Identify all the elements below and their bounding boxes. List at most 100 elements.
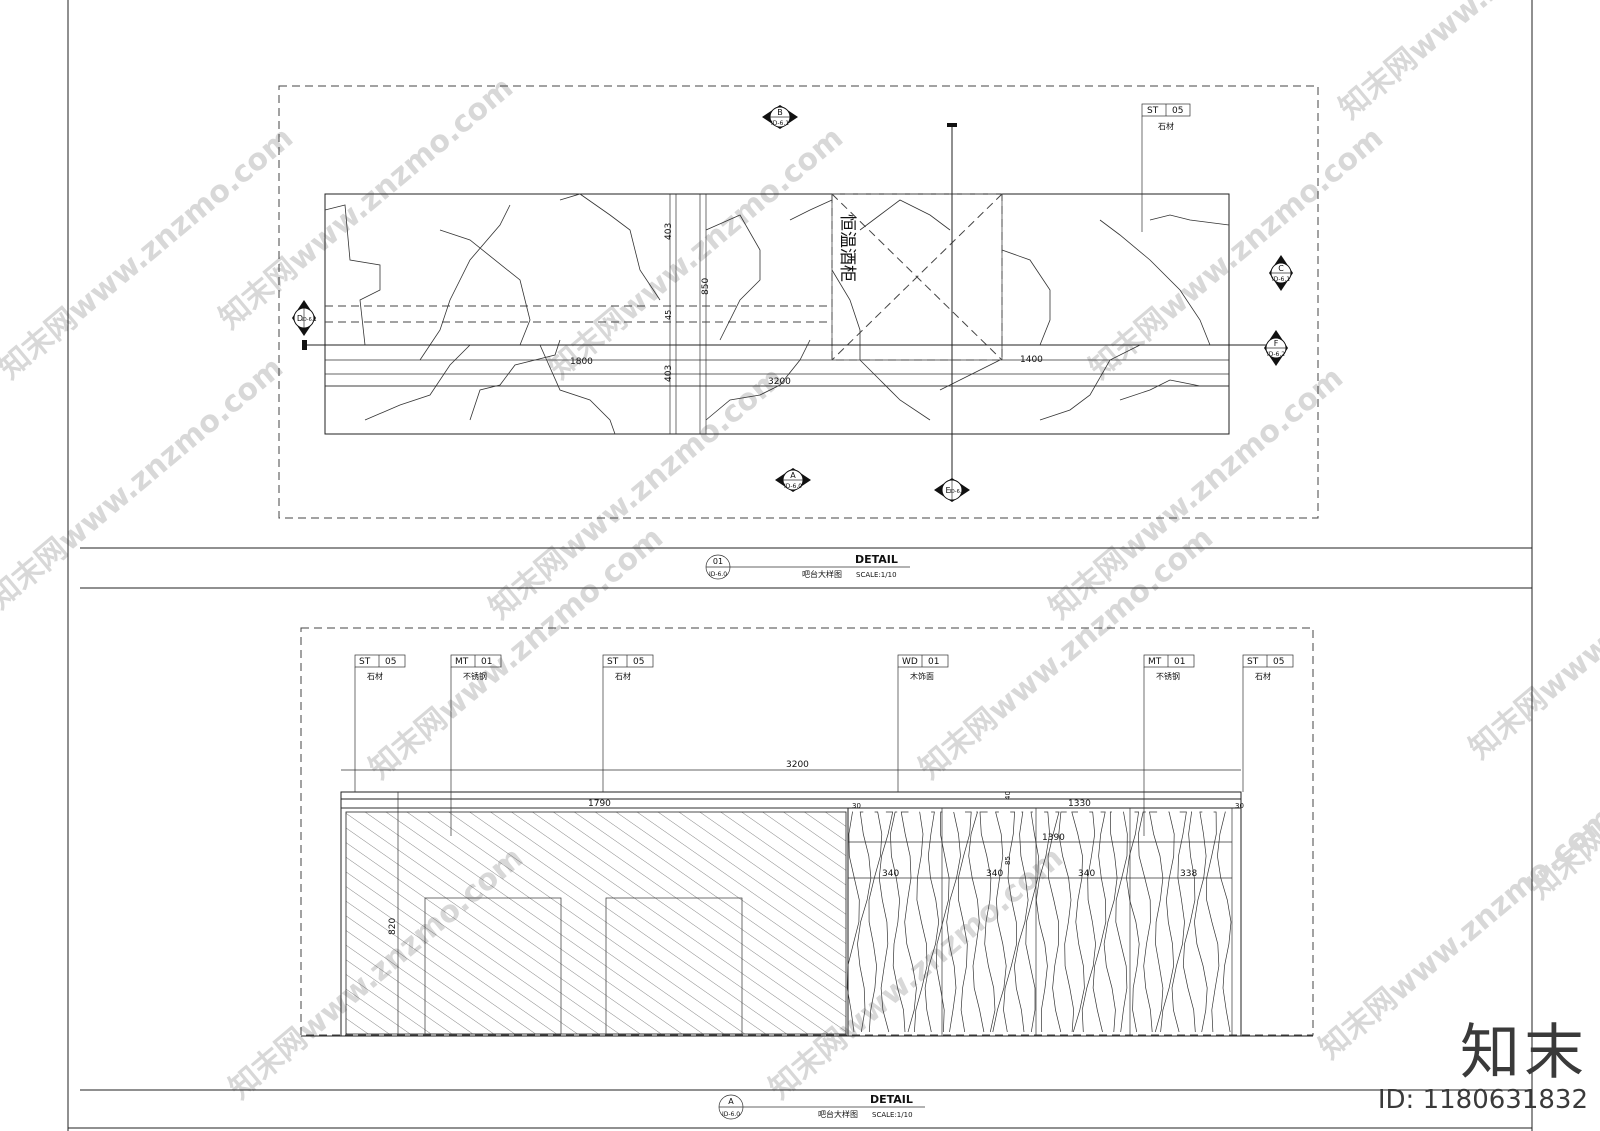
- elevation-title-block: A ID-6.0 DETAIL 吧台大样图 SCALE:1/10: [718, 1093, 925, 1120]
- svg-text:05: 05: [633, 657, 644, 667]
- cabinet-door-left: [424, 897, 562, 1035]
- svg-text:不锈钢: 不锈钢: [463, 671, 487, 681]
- svg-text:ID-6.1: ID-6.1: [771, 120, 789, 127]
- elev-dim-left: 1790: [588, 799, 611, 809]
- section-marker-d: D ID-6.1: [292, 300, 317, 336]
- svg-text:F: F: [1274, 339, 1279, 348]
- elev-dim-panel-3: 340: [1078, 869, 1095, 879]
- svg-text:05: 05: [1172, 106, 1183, 116]
- svg-text:ID-6.1: ID-6.1: [1272, 276, 1290, 283]
- material-tag-wd: WD 01 木饰面: [897, 654, 949, 792]
- section-marker-b: B ID-6.1: [762, 105, 798, 129]
- svg-text:05: 05: [1273, 657, 1284, 667]
- svg-text:SCALE:1/10: SCALE:1/10: [856, 571, 897, 579]
- elev-dim-small-c: 40: [1004, 791, 1012, 800]
- brand-area: 知末 ID: 1180631832: [1378, 1021, 1588, 1115]
- watermark-text: 知末网www.znzmo.com: [363, 520, 670, 786]
- watermark-text: 知末网www.znzmo.com: [543, 120, 850, 386]
- watermark-text: 知末网www.znzmo.com: [1083, 120, 1390, 386]
- elev-dim-panel-4: 338: [1180, 869, 1197, 879]
- svg-text:石材: 石材: [1158, 121, 1174, 131]
- svg-text:ST: ST: [359, 657, 371, 667]
- stone-panel-hatch: [345, 811, 847, 1035]
- svg-text:01: 01: [928, 657, 939, 667]
- watermark-text: 知末网www.znzmo.com: [0, 120, 300, 386]
- watermark-text: 知末网www.znzmo.com: [1333, 0, 1600, 126]
- svg-text:A: A: [790, 471, 796, 480]
- svg-text:A: A: [728, 1097, 734, 1106]
- plan-dim-depth-top: 403: [664, 223, 674, 240]
- svg-text:ID-6.1: ID-6.1: [301, 317, 316, 323]
- plan-title-block: 01 ID-6.0 DETAIL 吧台大样图 SCALE:1/10: [705, 553, 910, 580]
- svg-text:ID-6.1: ID-6.1: [949, 489, 964, 495]
- wood-veneer-grain: [846, 811, 1232, 1033]
- watermark-text: 知末网www.znzmo.com: [913, 520, 1220, 786]
- elev-dim-panel-1: 340: [882, 869, 899, 879]
- svg-text:ID-6.0: ID-6.0: [784, 483, 802, 490]
- elev-dim-small-b: 30: [1235, 802, 1244, 810]
- plan-material-tag: ST 05 石材: [1141, 103, 1191, 232]
- svg-text:石材: 石材: [367, 671, 383, 681]
- elevation-detail-boundary: [300, 627, 1314, 1036]
- svg-text:SCALE:1/10: SCALE:1/10: [872, 1111, 913, 1119]
- brand-logo: 知末: [1460, 1018, 1588, 1088]
- counter-elevation-outline: [340, 791, 1242, 1037]
- svg-text:WD: WD: [902, 657, 918, 667]
- svg-text:吧台大样图: 吧台大样图: [818, 1109, 858, 1119]
- svg-text:C: C: [1278, 264, 1284, 273]
- plan-detail-boundary: [278, 85, 1319, 519]
- svg-text:ST: ST: [1247, 657, 1259, 667]
- svg-text:不锈钢: 不锈钢: [1156, 671, 1180, 681]
- elevation-view: 3200 1790 1330 1390 340 340 340 338 820 …: [300, 627, 1314, 1120]
- cabinet-door-right: [605, 897, 743, 1035]
- wine-cabinet-label: 恒温酒柜: [837, 214, 857, 282]
- watermark-text: 知末网www.znzmo.com: [213, 70, 520, 336]
- svg-text:E: E: [945, 486, 950, 495]
- section-marker-a: A ID-6.0: [775, 468, 811, 492]
- elev-dim-inner: 1390: [1042, 833, 1065, 843]
- svg-text:ID-6.0: ID-6.0: [709, 571, 727, 578]
- svg-text:石材: 石材: [1255, 671, 1271, 681]
- elev-dim-small-a: 30: [852, 802, 861, 810]
- plan-dim-depth-bottom: 403: [664, 365, 674, 382]
- svg-text:01: 01: [713, 557, 723, 566]
- svg-text:01: 01: [481, 657, 492, 667]
- section-marker-c: C ID-6.1: [1269, 255, 1293, 291]
- sheet-frame: [67, 0, 1533, 1131]
- elevation-title: DETAIL: [870, 1093, 913, 1106]
- svg-text:05: 05: [385, 657, 396, 667]
- svg-text:D: D: [297, 314, 303, 323]
- section-marker-f: F ID-6.2: [1264, 330, 1288, 366]
- wine-cabinet-outline: [831, 193, 1003, 361]
- watermark-text: 知末网www.znzmo.com: [0, 350, 290, 616]
- svg-text:B: B: [777, 108, 783, 117]
- svg-text:ID-6.0: ID-6.0: [722, 1111, 740, 1118]
- svg-text:吧台大样图: 吧台大样图: [802, 569, 842, 579]
- watermark-text: 知末网www.znzmo.com: [1463, 500, 1600, 766]
- svg-text:石材: 石材: [615, 671, 631, 681]
- plan-dim-len-right: 1400: [1020, 355, 1043, 365]
- plan-dim-len-left: 1800: [570, 357, 593, 367]
- plan-dim-depth-gap: 45: [664, 310, 673, 320]
- elev-dim-small-d: 85: [1004, 856, 1012, 865]
- section-marker-e: E ID-6.1: [934, 478, 970, 502]
- bar-counter-outline: [324, 193, 1230, 435]
- svg-text:01: 01: [1174, 657, 1185, 667]
- svg-text:木饰面: 木饰面: [910, 671, 934, 681]
- watermark-text: 知末网www.znzmo.com: [1043, 360, 1350, 626]
- plan-dim-len-total: 3200: [768, 377, 791, 387]
- elev-dim-total: 3200: [786, 760, 809, 770]
- plan-view: 恒温酒柜 403 850 45 403 1800 1400 3200 B ID-…: [278, 85, 1319, 580]
- svg-text:ID-6.2: ID-6.2: [1267, 351, 1285, 358]
- plan-title: DETAIL: [855, 553, 898, 566]
- plan-dim-depth-mid: 850: [701, 278, 711, 295]
- elev-dim-panel-2: 340: [986, 869, 1003, 879]
- watermark-text: 知末网www.znzmo.com: [483, 360, 790, 626]
